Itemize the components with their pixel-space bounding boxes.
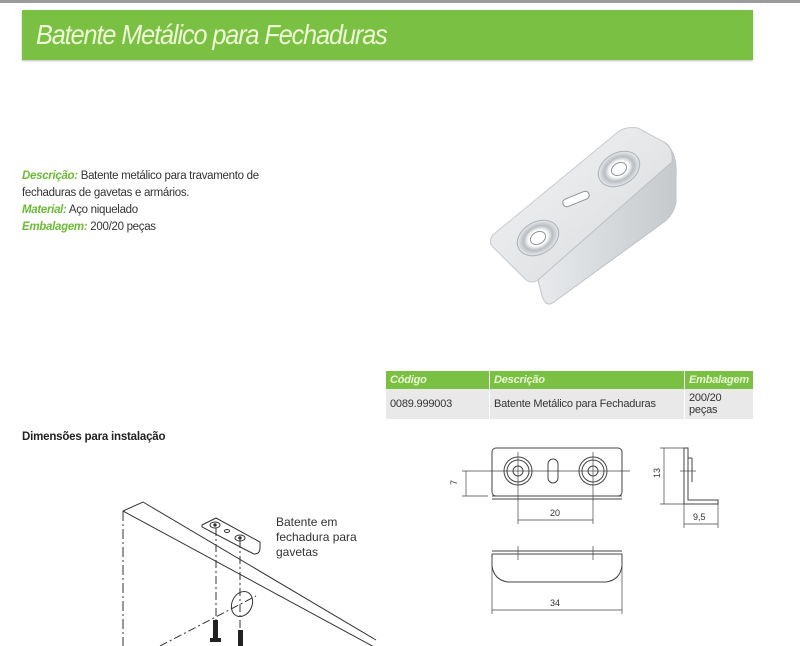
cell-packaging: 200/20 peças [684,389,753,419]
material-value: Aço niquelado [68,204,138,216]
packaging-value: 200/20 peças [90,221,156,233]
column-header-code: Código [386,371,490,389]
dim-length: 34 [550,598,560,608]
table-row: 0089.999003 Batente Metálico para Fechad… [386,389,753,419]
column-header-description: Descrição [489,371,685,389]
table-header-row: Código Descrição Embalagem [386,371,753,389]
dim-hole-height: 7 [449,480,459,485]
title-bar: Batente Metálico para Fechaduras [22,10,753,60]
packaging-spec: Embalagem: 200/20 peças [22,219,262,236]
callout-line-2: fechadura para [276,530,357,544]
packaging-label: Embalagem: [22,221,88,233]
material-label: Material: [22,204,67,216]
product-photo [489,127,677,305]
installation-diagram [122,501,377,646]
material-spec: Material: Aço niquelado [22,202,262,219]
dim-hole-spacing: 20 [550,508,560,518]
product-table: Código Descrição Embalagem 0089.999003 B… [386,371,753,419]
cell-description: Batente Metálico para Fechaduras [489,389,685,419]
dim-height: 13 [652,468,662,478]
description-value: Batente metálico para travamento de fech… [22,170,259,199]
callout-line-3: gavetas [276,545,319,559]
page-title: Batente Metálico para Fechaduras [36,19,388,50]
installation-callout: Batente em fechadura para gavetas [276,515,357,560]
description-spec: Descrição: Batente metálico para travame… [22,168,262,202]
cell-code: 0089.999003 [386,389,490,419]
top-border [0,0,800,3]
technical-drawing: 7 20 13 9,5 34 [449,447,719,614]
column-header-packaging: Embalagem [684,371,753,389]
product-specs: Descrição: Batente metálico para travame… [22,168,262,236]
callout-line-1: Batente em [276,515,338,529]
dim-depth: 9,5 [693,512,706,522]
description-label: Descrição: [22,170,78,182]
installation-title: Dimensões para instalação [22,431,166,443]
